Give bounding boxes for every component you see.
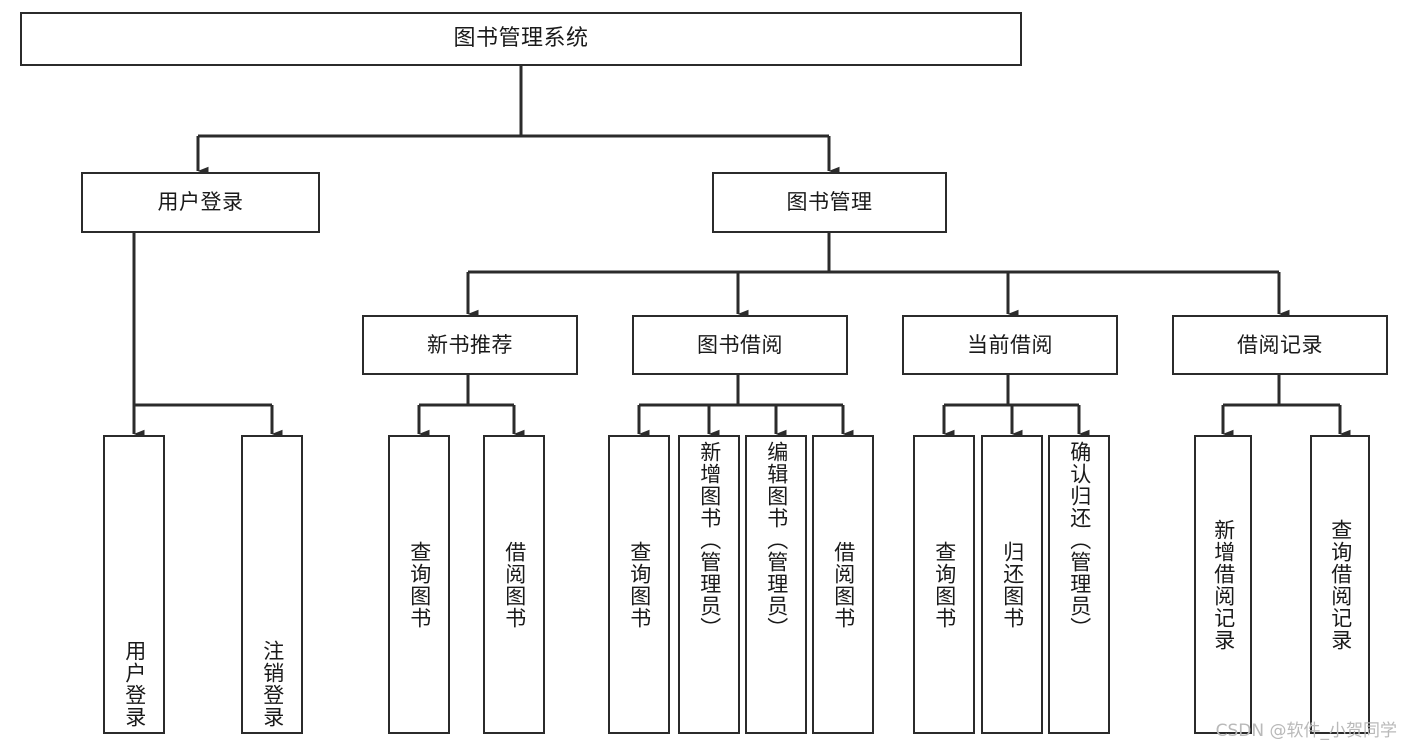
node-leaf-add-record[interactable]: 新增借阅记录 <box>1194 435 1252 734</box>
node-user-login-label: 用户登录 <box>157 190 244 214</box>
node-leaf-query-book-1-label: 查询图书 <box>407 540 432 629</box>
node-new-book-rec-label: 新书推荐 <box>427 332 513 357</box>
node-leaf-return-book[interactable]: 归还图书 <box>981 435 1043 734</box>
node-borrow-record-label: 借阅记录 <box>1237 332 1323 357</box>
node-leaf-add-record-label: 新增借阅记录 <box>1211 518 1236 651</box>
node-leaf-return-book-label: 归还图书 <box>1000 540 1025 629</box>
node-leaf-logout[interactable]: 注销登录 <box>241 435 303 734</box>
node-book-manage[interactable]: 图书管理 <box>712 172 947 233</box>
node-leaf-borrow-book-1[interactable]: 借阅图书 <box>483 435 545 734</box>
node-leaf-query-book-1[interactable]: 查询图书 <box>388 435 450 734</box>
node-leaf-user-login[interactable]: 用户登录 <box>103 435 165 734</box>
node-leaf-edit-book[interactable]: 编辑图书（管理员） <box>745 435 807 734</box>
node-leaf-confirm-return[interactable]: 确认归还（管理员） <box>1048 435 1110 734</box>
node-book-borrow[interactable]: 图书借阅 <box>632 315 848 375</box>
node-user-login[interactable]: 用户登录 <box>81 172 320 233</box>
node-leaf-add-book-label: 新增图书（管理员） <box>697 441 722 639</box>
node-leaf-add-book[interactable]: 新增图书（管理员） <box>678 435 740 734</box>
node-leaf-query-book-3-label: 查询图书 <box>932 540 957 629</box>
node-leaf-logout-label: 注销登录 <box>260 640 285 728</box>
node-leaf-query-book-3[interactable]: 查询图书 <box>913 435 975 734</box>
node-borrow-record[interactable]: 借阅记录 <box>1172 315 1388 375</box>
watermark: CSDN @软件_小贺同学 <box>1215 721 1397 741</box>
node-book-borrow-label: 图书借阅 <box>697 332 783 357</box>
node-book-manage-label: 图书管理 <box>786 190 873 214</box>
node-current-borrow[interactable]: 当前借阅 <box>902 315 1118 375</box>
node-leaf-query-record-label: 查询借阅记录 <box>1328 518 1353 651</box>
node-leaf-borrow-book-2-label: 借阅图书 <box>831 540 856 629</box>
node-leaf-confirm-return-label: 确认归还（管理员） <box>1067 441 1092 639</box>
node-leaf-query-book-2-label: 查询图书 <box>627 540 652 629</box>
node-current-borrow-label: 当前借阅 <box>967 332 1053 357</box>
node-root-label: 图书管理系统 <box>453 26 589 51</box>
node-leaf-query-record[interactable]: 查询借阅记录 <box>1310 435 1370 734</box>
node-leaf-borrow-book-2[interactable]: 借阅图书 <box>812 435 874 734</box>
node-leaf-edit-book-label: 编辑图书（管理员） <box>764 441 789 639</box>
node-leaf-borrow-book-1-label: 借阅图书 <box>502 540 527 629</box>
node-root[interactable]: 图书管理系统 <box>20 12 1022 66</box>
node-leaf-query-book-2[interactable]: 查询图书 <box>608 435 670 734</box>
node-new-book-rec[interactable]: 新书推荐 <box>362 315 578 375</box>
node-leaf-user-login-label: 用户登录 <box>122 640 147 728</box>
